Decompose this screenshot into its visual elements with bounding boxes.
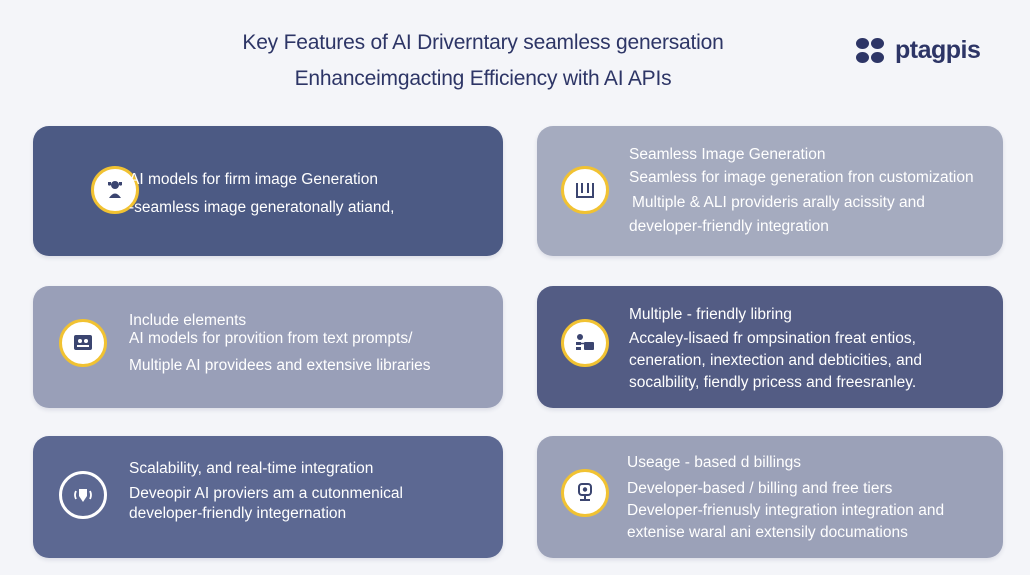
card-line: -seamless image generatonally atiand, xyxy=(129,199,395,216)
card-line: developer-friendly integration xyxy=(629,218,829,235)
shield-signal-icon xyxy=(59,471,107,519)
card-line: socalbility, fiendly pricess and freesra… xyxy=(629,374,917,391)
gallery-icon xyxy=(59,319,107,367)
card-line: extenise waral ani extensily documations xyxy=(627,524,908,541)
card-text: Seamless Image Generation Seamless for i… xyxy=(629,144,974,238)
feature-card-usage-billing: Useage - based d billings Developer-base… xyxy=(537,436,1003,558)
card-line: Multiple AI providees and extensive libr… xyxy=(129,357,431,374)
page-title-line1: Key Features of AI Driverntary seamless … xyxy=(242,31,724,54)
card-heading: Useage - based d billings xyxy=(627,454,802,471)
card-heading: Seamless Image Generation xyxy=(629,146,826,163)
card-line: Developer-based / billing and free tiers xyxy=(627,480,893,497)
connection-icon xyxy=(561,319,609,367)
logo-text: ptagpis xyxy=(895,36,981,64)
brand-logo: ptagpis xyxy=(856,36,981,65)
card-line: Accaley-lisaed fr ompsination freat enti… xyxy=(629,330,916,347)
card-line: ceneration, inextection and debticities,… xyxy=(629,352,922,369)
card-line: AI models for firm image Generation xyxy=(129,171,378,188)
card-line: AI models for provition from text prompt… xyxy=(129,330,413,347)
card-heading: Scalability, and real-time integration xyxy=(129,460,374,477)
feature-card-scalability: Scalability, and real-time integration D… xyxy=(33,436,503,558)
card-text: Scalability, and real-time integration D… xyxy=(129,458,403,525)
card-heading: Multiple - friendly libring xyxy=(629,306,792,323)
card-heading: Include elements xyxy=(129,312,247,329)
card-text: Multiple - friendly libring Accaley-lisa… xyxy=(629,304,922,394)
trophy-person-icon xyxy=(91,166,139,214)
card-line: Developer-frienusly integration integrat… xyxy=(627,502,945,519)
page-title-line2: Enhanceimgacting Efficiency with AI APIs xyxy=(294,67,672,90)
card-line: Seamless for image generation fron custo… xyxy=(629,169,974,186)
card-line: Deveopir AI proviers am a cutonmenical xyxy=(129,485,403,502)
logo-mark-icon xyxy=(856,37,886,64)
card-text: AI models for firm image Generation -sea… xyxy=(129,169,394,219)
card-text: Useage - based d billings Developer-base… xyxy=(627,452,944,544)
card-line: developer-friendly integernation xyxy=(129,505,347,522)
microphone-icon xyxy=(561,469,609,517)
feature-card-friendly-libraries: Multiple - friendly libring Accaley-lisa… xyxy=(537,286,1003,408)
feature-card-include-elements: Include elements AI models for provition… xyxy=(33,286,503,408)
card-text: Include elements AI models for provition… xyxy=(129,310,431,377)
card-line: Multiple & ALI provideris arally acissit… xyxy=(632,194,925,211)
feature-card-seamless-generation: Seamless Image Generation Seamless for i… xyxy=(537,126,1003,256)
feature-card-image-generation: AI models for firm image Generation -sea… xyxy=(33,126,503,256)
book-icon xyxy=(561,166,609,214)
